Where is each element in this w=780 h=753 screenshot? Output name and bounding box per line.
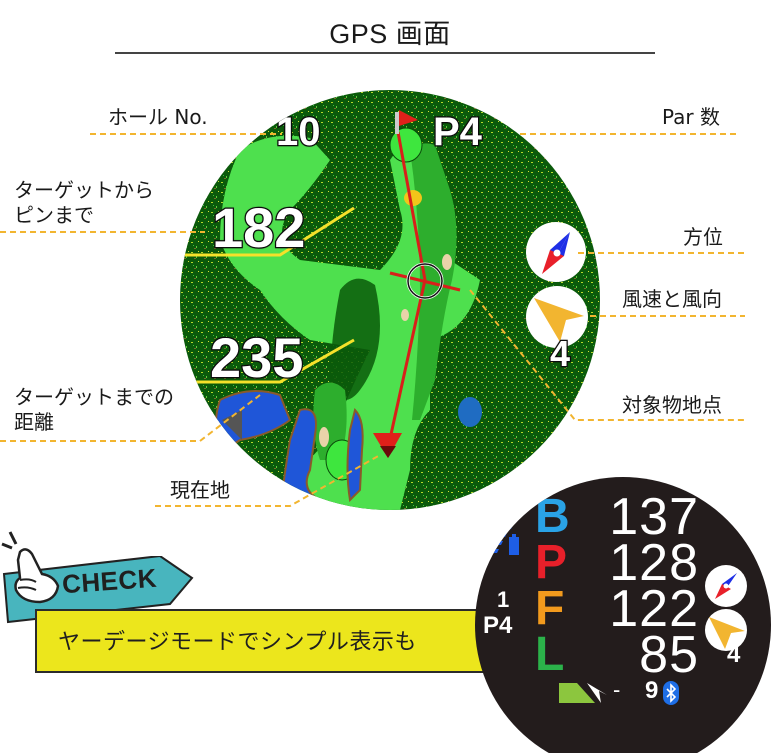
wind-speed: 4 [549,332,572,376]
compass-icon [715,573,737,599]
bluetooth-icon [663,681,679,705]
shot-tracking-icon [559,683,607,703]
callout-current-location: 現在地 [170,478,230,502]
callout-direction: 方位 [683,225,723,249]
callout-target-to-pin-line1: ターゲットから [14,178,154,202]
callout-target-to-pin-line2: ピンまで [14,203,94,227]
yardage-value: 122 [609,580,699,638]
yardage-value: 128 [609,534,699,592]
wind-arrow-icon [534,298,584,342]
check-badge: CHECK [61,562,158,600]
watch-wind-speed: 4 [727,641,741,668]
hole-number: 10 [275,109,322,156]
yardage-value: 137 [609,488,699,546]
distance-to-target: 235 [209,325,305,391]
yardage-row-back: B 137 [535,488,699,546]
yardage-row-layup: L 85 [535,626,699,684]
check-message-band [35,609,485,673]
callout-distance-to-target-line2: 距離 [14,410,54,434]
par-value: P4 [432,109,483,156]
yardage-letter: F [535,582,565,635]
gps-map: 10 P4 182 235 4 [180,90,600,510]
wind-button[interactable] [526,286,588,348]
page-title: GPS 画面 [329,19,451,49]
callout-distance-to-target-line1: ターゲットまでの [14,385,174,409]
watch-wind-button[interactable] [705,609,747,651]
check-tag [2,556,194,624]
callout-wind: 風速と風向 [622,287,722,311]
yardage-row-front: F 122 [535,580,699,638]
title-divider [115,52,655,54]
yardage-letter: B [535,490,570,543]
yardage-letter: L [535,628,565,681]
compass-icon [542,232,570,274]
pointing-hand-icon [1,531,60,604]
compass-button[interactable] [526,222,586,282]
watch-hole-number: 1 [497,587,510,612]
status-number: 9 [645,677,659,704]
callout-par: Par 数 [662,105,720,129]
callout-hole-number: ホール No. [108,105,208,129]
course-map-graphic [180,90,600,510]
status-dash: - [613,677,621,702]
yardage-watch: B 137 P 128 F 122 L 85 1 P4 [475,477,771,753]
check-message: ヤーデージモードでシンプル表示も [58,630,417,655]
wind-arrow-icon [709,617,745,649]
yardage-row-pin: P 128 [535,534,699,592]
target-to-pin-distance: 182 [211,195,307,261]
yardage-value: 85 [639,626,699,684]
yardage-letter: P [535,536,568,589]
battery-signal-icon [485,525,519,555]
watch-compass-button[interactable] [705,565,747,607]
callout-object-point: 対象物地点 [622,393,722,417]
watch-par: P4 [483,612,513,639]
